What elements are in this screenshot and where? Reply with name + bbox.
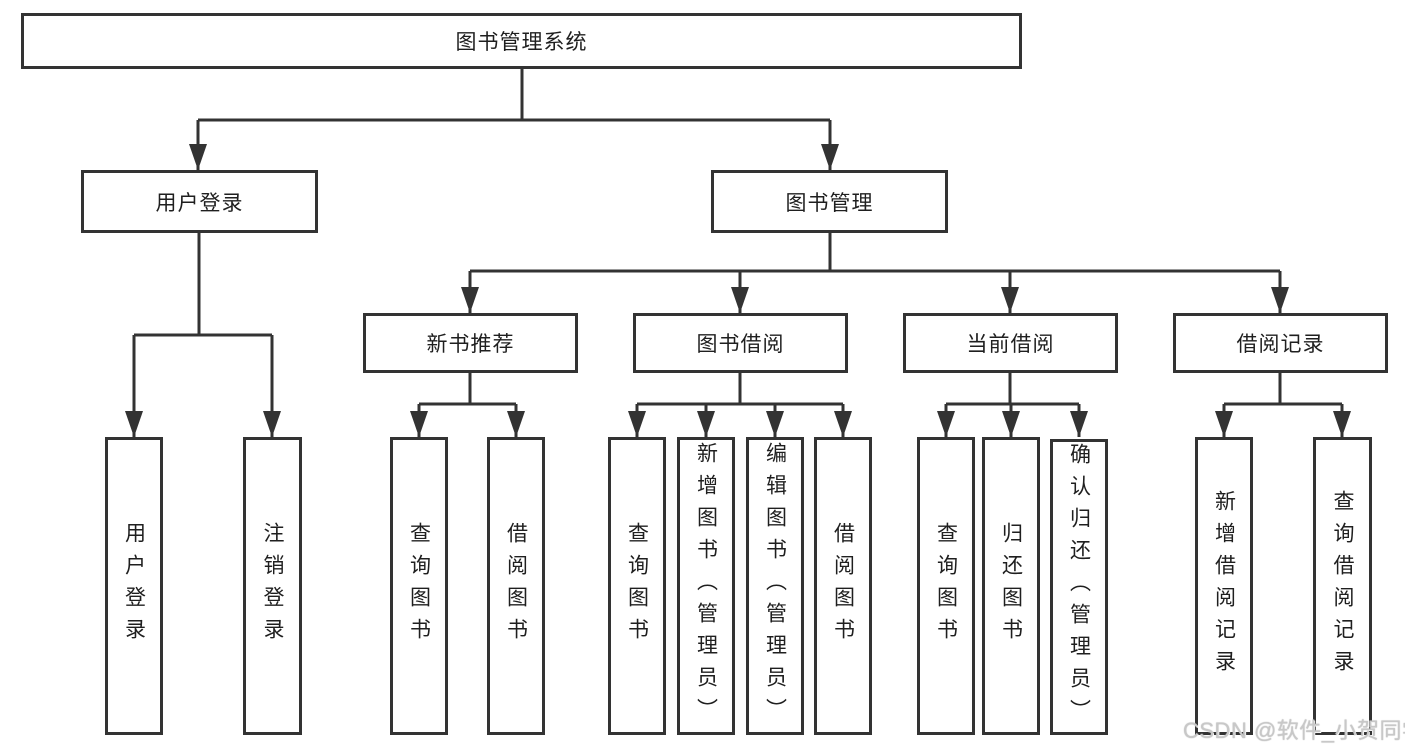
leaf-user-login: 用户登录: [105, 437, 163, 735]
node-label: 查询图书: [625, 522, 649, 650]
node-label: 图书管理系统: [455, 31, 588, 54]
node-label: 图书借阅: [696, 333, 785, 356]
node-label: 新书推荐: [426, 333, 515, 356]
leaf-edit-book-admin: 编辑图书（管理员）: [746, 437, 804, 735]
node-label: 新增图书（管理员）: [694, 442, 718, 730]
leaf-query-books-recommend: 查询图书: [390, 437, 448, 735]
node-label: 查询图书: [407, 522, 431, 650]
leaf-query-books-borrow: 查询图书: [608, 437, 666, 735]
node-book-borrow: 图书借阅: [633, 313, 848, 373]
node-new-book-recommend: 新书推荐: [363, 313, 578, 373]
node-label: 当前借阅: [966, 333, 1055, 356]
node-library-management-system: 图书管理系统: [21, 13, 1022, 69]
node-user-login: 用户登录: [81, 170, 318, 233]
node-label: 借阅记录: [1236, 333, 1325, 356]
leaf-add-borrow-record: 新增借阅记录: [1195, 437, 1253, 735]
node-label: 新增借阅记录: [1212, 490, 1236, 682]
leaf-borrow-books-recommend: 借阅图书: [487, 437, 545, 735]
leaf-return-books: 归还图书: [982, 437, 1040, 735]
node-label: 查询图书: [934, 522, 958, 650]
node-label: 确认归还（管理员）: [1067, 443, 1091, 731]
node-label: 归还图书: [999, 522, 1023, 650]
leaf-confirm-return-admin: 确认归还（管理员）: [1050, 439, 1108, 735]
node-label: 用户登录: [155, 191, 244, 215]
node-borrow-records: 借阅记录: [1173, 313, 1388, 373]
node-label: 编辑图书（管理员）: [763, 442, 787, 730]
leaf-borrow-books: 借阅图书: [814, 437, 872, 735]
node-label: 注销登录: [261, 522, 284, 650]
leaf-add-book-admin: 新增图书（管理员）: [677, 437, 735, 735]
csdn-watermark: CSDN @软件_小贺同学: [1183, 718, 1405, 743]
node-label: 查询借阅记录: [1331, 490, 1354, 682]
node-current-borrow: 当前借阅: [903, 313, 1118, 373]
leaf-query-books-current: 查询图书: [917, 437, 975, 735]
node-book-management: 图书管理: [711, 170, 948, 233]
node-label: 借阅图书: [831, 522, 855, 650]
node-label: 图书管理: [785, 191, 874, 215]
node-label: 借阅图书: [504, 522, 528, 650]
leaf-query-borrow-record: 查询借阅记录: [1313, 437, 1372, 735]
leaf-logout: 注销登录: [243, 437, 302, 735]
node-label: 用户登录: [122, 522, 146, 650]
